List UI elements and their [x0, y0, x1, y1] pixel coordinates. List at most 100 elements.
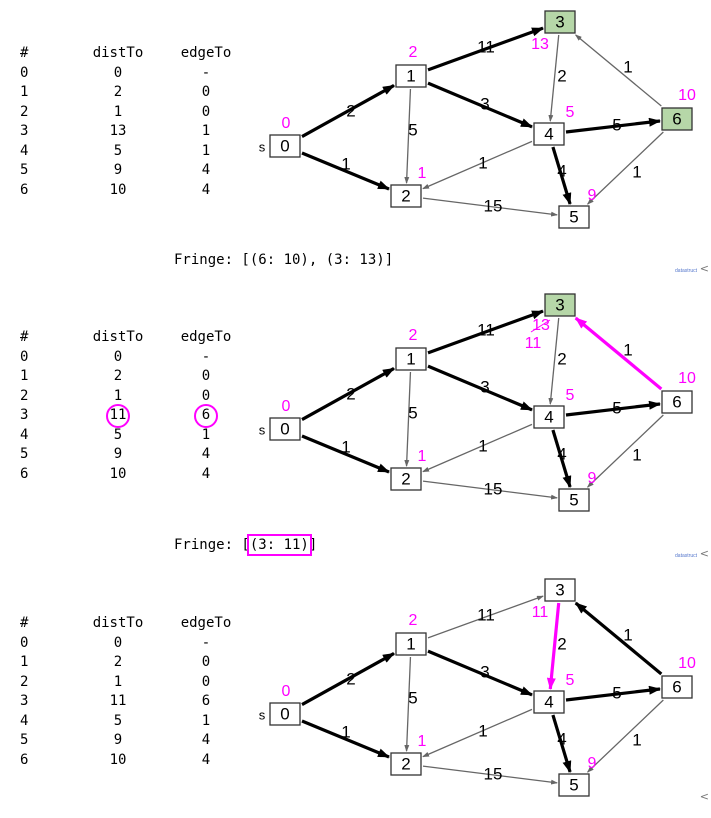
edge-6-5	[586, 131, 664, 205]
cell-value: 4	[20, 426, 29, 443]
table-cell: 11	[82, 403, 154, 428]
vertex-label: 2	[401, 754, 410, 773]
circled-value: 6	[193, 403, 219, 428]
table-cell: 0	[170, 83, 242, 103]
corner-arrow-icon: <	[699, 262, 709, 275]
cell-value: 3	[20, 407, 29, 423]
table-cell: 1	[20, 83, 60, 103]
cell-value: 6	[201, 693, 211, 709]
table-cell: 5	[82, 426, 154, 446]
cell-value: 5	[20, 446, 29, 462]
edge-2-5	[422, 197, 558, 217]
edge-1-3	[427, 26, 544, 72]
edge-weight: 2	[557, 634, 566, 653]
table-cell: 2	[82, 367, 154, 387]
distance-label: 5	[566, 387, 575, 404]
vertex-label: 5	[569, 490, 578, 509]
corner-arrow-icon: <	[699, 790, 709, 803]
table-cell: -	[170, 64, 242, 84]
table-cell: 9	[82, 445, 154, 465]
vertex-box	[269, 702, 301, 726]
vertex-box	[533, 122, 565, 146]
cell-value: 10	[109, 465, 127, 482]
table-cell: 10	[82, 181, 154, 201]
distance-label: 11	[532, 604, 549, 621]
edge-weight: 5	[408, 403, 417, 422]
vertex-label: 3	[555, 295, 564, 314]
table-cell: 0	[170, 653, 242, 673]
cell-value: 4	[201, 465, 211, 482]
edge-4-2	[422, 708, 533, 758]
edge-weight: 1	[478, 153, 487, 172]
table-cell: 1	[82, 387, 154, 407]
cell-value: 0	[113, 634, 123, 651]
edge-6-3	[574, 601, 663, 676]
table-cell: 13	[82, 122, 154, 142]
cell-value: 2	[20, 387, 29, 404]
distance-label: 10	[678, 87, 696, 104]
updated-distance-label: 11	[525, 335, 542, 352]
edge-weight: 5	[408, 120, 417, 139]
distance-label: 2	[409, 327, 418, 344]
edge-6-5	[586, 699, 664, 773]
vertex-label: 6	[672, 677, 681, 696]
table-cell: 0	[170, 387, 242, 407]
strikeout-mark	[530, 319, 551, 333]
edge-weight: 1	[623, 57, 632, 76]
source-marker: s	[259, 422, 266, 437]
edge-weight: 1	[632, 730, 641, 749]
edge-weight: 5	[612, 398, 621, 417]
vertex-box	[558, 773, 590, 797]
edge-weight: 2	[557, 66, 566, 85]
edge-4-5	[551, 146, 572, 205]
edge-4-6	[565, 400, 661, 417]
fringe-suffix: ]	[384, 252, 394, 268]
fringe-suffix: ]	[308, 537, 318, 553]
edge-weight: 5	[612, 683, 621, 702]
table-header-cell: distTo	[92, 329, 144, 345]
table-cell: 6	[170, 692, 242, 712]
vertex-label: 2	[401, 186, 410, 205]
table-header-cell: edgeTo	[180, 615, 232, 631]
cell-value: 0	[201, 84, 211, 100]
table-cell: 2	[20, 387, 60, 407]
cell-value: 5	[20, 162, 29, 178]
table-cell: 0	[20, 64, 60, 84]
vertex-box	[269, 134, 301, 158]
vertex-box	[395, 64, 427, 88]
edge-1-2	[404, 656, 412, 752]
table-cell: 3	[20, 692, 60, 712]
table-cell: 6	[20, 751, 60, 771]
fringe-item: (6: 10), (3: 13)	[249, 252, 385, 268]
cell-value: 1	[201, 123, 211, 139]
table-cell: 5	[20, 731, 60, 751]
cell-value: 0	[113, 348, 123, 365]
cell-value: 2	[20, 673, 29, 690]
cell-value: 1	[20, 84, 29, 100]
edge-1-3	[427, 309, 544, 355]
vertex-label: 6	[672, 392, 681, 411]
circled-value: 11	[106, 403, 130, 428]
edge-weight: 1	[478, 436, 487, 455]
fringe-label: Fringe: [(6: 10), (3: 13)]	[174, 252, 393, 268]
source-marker: s	[259, 707, 266, 722]
table-cell: 2	[82, 83, 154, 103]
table-cell: -	[170, 634, 242, 654]
distance-label: 1	[418, 448, 427, 465]
edge-weight: 1	[623, 340, 632, 359]
table-cell: 2	[20, 673, 60, 693]
distance-label: 10	[678, 370, 696, 387]
table-cell: 10	[82, 465, 154, 485]
table-cell: 3	[20, 122, 60, 142]
edge-1-4	[427, 649, 533, 697]
edge-weight: 15	[484, 764, 503, 783]
cell-value: 10	[109, 181, 127, 198]
table-cell: 0	[82, 348, 154, 368]
cell-value: 9	[113, 162, 123, 178]
cell-value: 0	[20, 348, 29, 365]
vertex-box	[390, 467, 422, 491]
cell-value: 5	[113, 426, 123, 443]
vertex-box	[544, 578, 576, 602]
cell-value: 9	[113, 732, 123, 748]
cell-value: 0	[20, 64, 29, 81]
